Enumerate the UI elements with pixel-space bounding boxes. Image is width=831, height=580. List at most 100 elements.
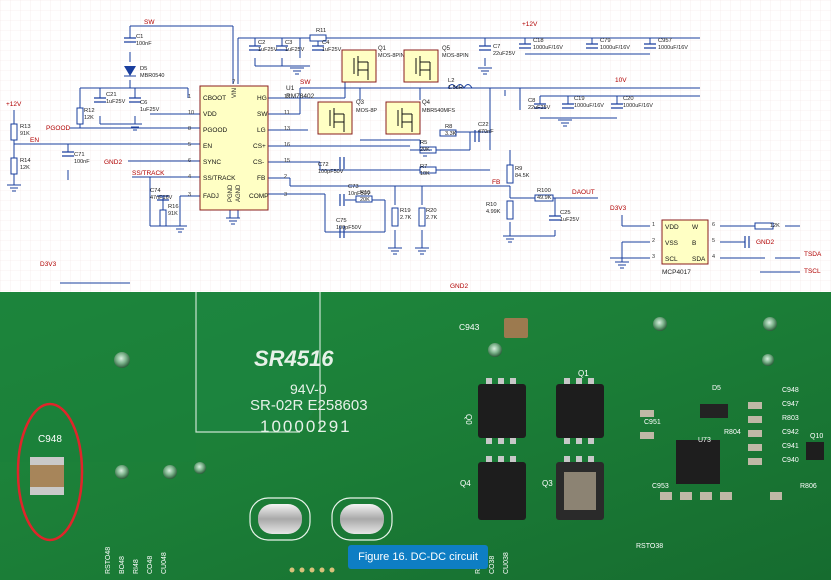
comp-value-c7: 22uF25V	[493, 51, 516, 57]
comp-ref-c7: C7	[493, 44, 500, 50]
u1-pin-num-left: 6	[188, 158, 191, 164]
mcp-pin-b: B	[692, 240, 696, 247]
net-tscl: TSCL	[804, 268, 821, 275]
u1-part: RM78402	[286, 93, 315, 100]
silk-c953: C953	[652, 483, 669, 490]
comp-value-r19: 2.7K	[400, 215, 412, 221]
u1-pin-num-right: 11	[284, 110, 290, 116]
svg-text:Q3: Q3	[356, 100, 365, 106]
mcp-pin-num: 6	[712, 222, 715, 228]
u1-pin-num-right: 3	[284, 192, 287, 198]
comp-ref-r8: R8	[445, 124, 452, 130]
u1-pin-en: EN	[203, 143, 212, 150]
comp-ref-l2: L2	[448, 78, 454, 84]
comp-ref-c2: C2	[258, 40, 265, 46]
comp-value-c2: 1uF25V	[258, 47, 278, 53]
comp-value-c21: 1uF25V	[106, 99, 126, 105]
u1-pgnd-label: PGND	[228, 184, 234, 202]
board-marking-2: SR-02R E258603	[250, 397, 368, 414]
mcp-part: MCP4017	[662, 269, 691, 276]
u1-pin-comp: COMP	[249, 193, 269, 200]
comp-value-r5: 20K	[420, 147, 430, 153]
comp-value-c18: 1000uF/16V	[533, 45, 563, 51]
svg-text:Q1: Q1	[378, 46, 387, 52]
silk-c940: C940	[782, 457, 799, 464]
svg-text:Q4: Q4	[422, 100, 431, 106]
silk-u73: U73	[698, 437, 711, 444]
comp-value-c22: 470nF	[478, 129, 494, 135]
comp-ref-c1: C1	[136, 34, 143, 40]
u1-agnd-label: AGND	[236, 184, 242, 202]
net-gnd-sync: GND2	[104, 159, 122, 166]
net-d3v3-b: D3V3	[40, 261, 57, 268]
comp-ref-c22: C22	[478, 122, 489, 128]
comp-value-r10: 4.99K	[486, 209, 501, 215]
comp-value-c74: 47nF16V	[150, 195, 173, 201]
u1-pin-num-left: 8	[188, 126, 191, 132]
u1-pin-cs-: CS+	[253, 143, 266, 150]
c943-capacitor: C943	[459, 318, 528, 338]
mosfet-q3: Q3 MOS-8P	[317, 100, 377, 135]
comp-value-r16: 91K	[168, 211, 178, 217]
silk-co38: CO38	[489, 556, 496, 574]
u1-pin-num-right: 12	[284, 94, 290, 100]
comp-value-r20: 2.7K	[426, 215, 438, 221]
comp-ref-r20: R20	[426, 208, 437, 214]
mcp-pin-num: 1	[652, 222, 655, 228]
silk-r803: R803	[782, 415, 799, 422]
comp-value-c79: 1000uF/16V	[600, 45, 630, 51]
u1-pin-fadj: FADJ	[203, 193, 219, 200]
svg-text:C943: C943	[459, 322, 480, 332]
silk-c947: C947	[782, 401, 799, 408]
comp-value-c73: 10nF50V	[348, 191, 371, 197]
comp-ref-c4: C4	[322, 40, 330, 46]
mcp-pin-sda: SDA	[692, 256, 706, 263]
u1-controller-ic: U1 RM78402 VIN PGND AGND 7 CBOOT1VDD10PG…	[188, 80, 315, 211]
comp-value-c72: 100pF50V	[318, 169, 344, 175]
net-pgood: PGOOD	[46, 125, 71, 132]
comp-ref-r14: R14	[20, 158, 31, 164]
comp-ref-r100: R100	[537, 188, 551, 194]
net-sw-mid: SW	[300, 79, 311, 86]
mosfet-packages: Q1 Q0 Q4 Q3	[460, 369, 604, 520]
net-ss-track: SS/TRACK	[132, 170, 165, 177]
comp-value-c8: 22uF25V	[528, 105, 551, 111]
board-marking-3: 10000291	[260, 417, 352, 436]
comp-ref-r9: R9	[515, 166, 522, 172]
u1-pin-vdd: VDD	[203, 111, 217, 118]
net-tsda: TSDA	[804, 251, 822, 258]
silk-d5: D5	[712, 385, 721, 392]
comp-value-r13: 91K	[20, 131, 30, 137]
silk-co48: CO48	[147, 556, 154, 574]
comp-ref-c79: C79	[600, 38, 611, 44]
diode-d5	[124, 66, 136, 77]
silk-cu038: CU038	[503, 552, 510, 574]
comp-ref-d5: D5	[140, 66, 147, 72]
comp-value-c20: 1000uF/16V	[623, 103, 653, 109]
silk-q10: Q10	[810, 433, 823, 440]
comp-value-c19: 1000uF/16V	[574, 103, 604, 109]
silk-c951: C951	[644, 419, 661, 426]
board-logo: SR4516	[254, 346, 334, 371]
mcp-pin-num: 4	[712, 254, 715, 260]
comp-ref-c19: C19	[574, 96, 585, 102]
svg-text:Q3: Q3	[542, 479, 553, 488]
comp-ref-c73: C73	[348, 184, 359, 190]
mcp-pin-vss: VSS	[665, 240, 679, 247]
comp-value-c1: 100nF	[136, 41, 152, 47]
net-fb: FB	[492, 179, 500, 186]
comp-ref-c18: C18	[533, 38, 544, 44]
net-en: EN	[30, 137, 39, 144]
u1-pin-num-right: 16	[284, 142, 290, 148]
mcp-pin-num: 5	[712, 238, 715, 244]
comp-ref-r15: R15	[360, 190, 371, 196]
comp-value-c25: 1uF25V	[560, 217, 580, 223]
comp-value-r9: 84.5K	[515, 173, 530, 179]
silk-r806: R806	[800, 483, 817, 490]
c948-label: C948	[38, 434, 62, 445]
u1-pin-cs-: CS-	[253, 159, 264, 166]
net-gnd-mcp: GND2	[756, 239, 774, 246]
net-12v: +12V	[522, 21, 538, 28]
net-10v: 10V	[615, 77, 627, 84]
mcp-pin-w: W	[692, 224, 699, 231]
